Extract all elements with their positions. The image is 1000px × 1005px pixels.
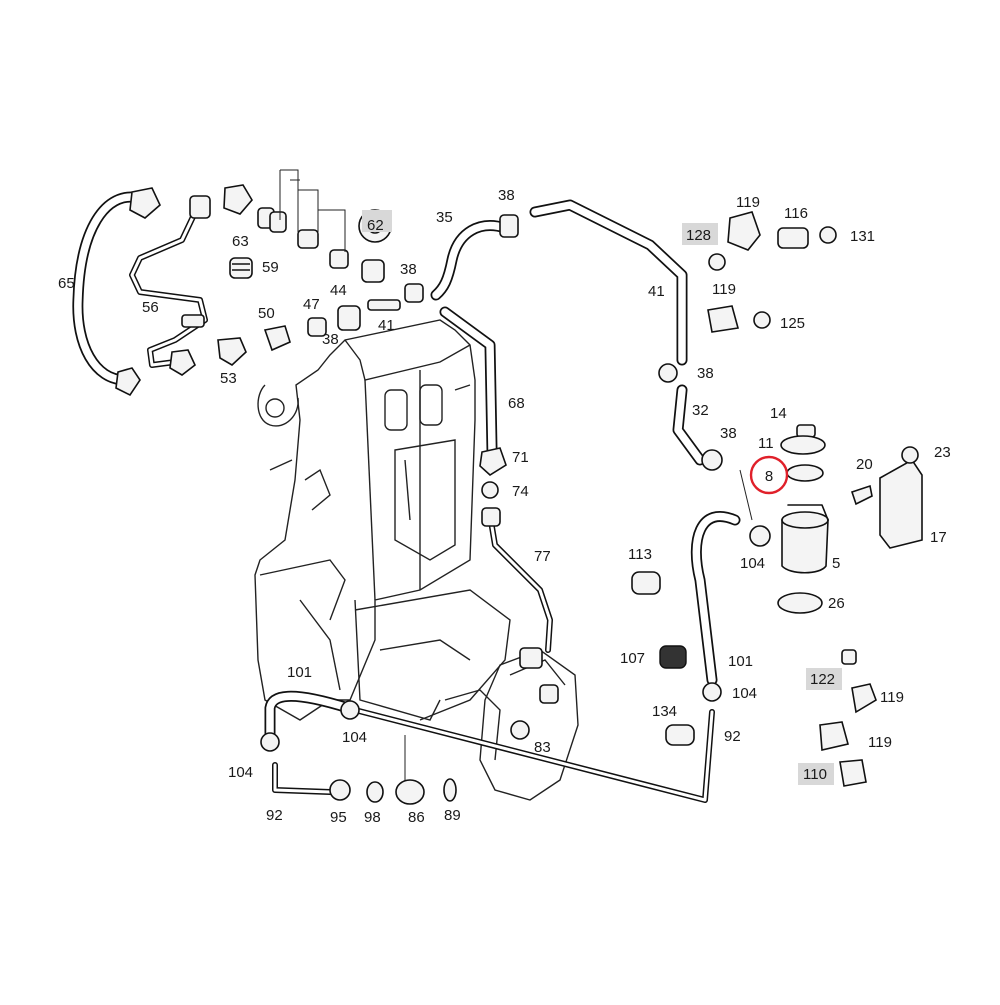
callout-label: 89 [444,807,461,824]
callout-label: 47 [303,296,320,313]
callout-label: 104 [740,555,765,572]
callout-label: 44 [330,282,347,299]
callout-label: 71 [512,449,529,466]
callout-label: 131 [850,228,875,245]
callout-label: 86 [408,809,425,826]
callout-label: 8 [765,468,773,485]
callout-label: 26 [828,595,845,612]
callout-label: 41 [648,283,665,300]
callout-label: 35 [436,209,453,226]
highlight-boxes [362,210,842,785]
callout-label: 113 [628,546,652,563]
callout-label: 38 [498,187,515,204]
callout-label: 59 [262,259,279,276]
callout-label: 63 [232,233,249,250]
callout-label: 68 [508,395,525,412]
callout-label: 119 [868,734,892,751]
engine-block [254,319,511,721]
callout-label: 128 [686,227,711,244]
callout-label: 14 [770,405,787,422]
callout-label: 65 [58,275,75,292]
hoses [72,191,741,751]
callout-label: 20 [856,456,873,473]
leader-lines [279,169,753,780]
callout-label: 23 [934,444,951,461]
callout-label: 38 [697,365,714,382]
callout-label: 17 [930,529,947,546]
callout-label: 5 [832,555,840,572]
callout-label: 104 [342,729,367,746]
callout-label: 110 [803,766,827,783]
callout-label: 95 [330,809,347,826]
injection-pump [444,647,579,801]
callout-label: 38 [400,261,417,278]
callout-label: 107 [620,650,645,667]
callout-labels: 8 5 11 14 17 20 23 26 32 35 38 38 38 38 … [58,187,951,826]
callout-label: 92 [724,728,741,745]
callout-label: 122 [810,671,835,688]
pipes [129,199,715,803]
highlight-circle [749,455,789,495]
callout-label: 119 [880,689,904,706]
callout-label: 98 [364,809,381,826]
callout-label: 125 [780,315,805,332]
callout-label: 38 [322,331,339,348]
callout-label: 32 [692,402,709,419]
callout-label: 56 [142,299,159,316]
callout-label: 83 [534,739,551,756]
callout-label: 104 [732,685,757,702]
callout-label: 41 [378,317,395,334]
callout-label: 101 [728,653,753,670]
callout-label: 119 [736,194,760,211]
callout-label: 77 [534,548,551,565]
callout-label: 38 [720,425,737,442]
callout-label: 104 [228,764,253,781]
callout-label: 119 [712,281,736,298]
callout-label: 74 [512,483,529,500]
callout-label: 116 [784,205,808,222]
callout-label: 92 [266,807,283,824]
callout-label: 53 [220,370,237,387]
callout-label: 11 [758,435,774,452]
callout-label: 134 [652,703,677,720]
callout-label: 62 [367,217,384,234]
small-parts [115,184,923,805]
callout-label: 50 [258,305,275,322]
callout-label: 101 [287,664,312,681]
